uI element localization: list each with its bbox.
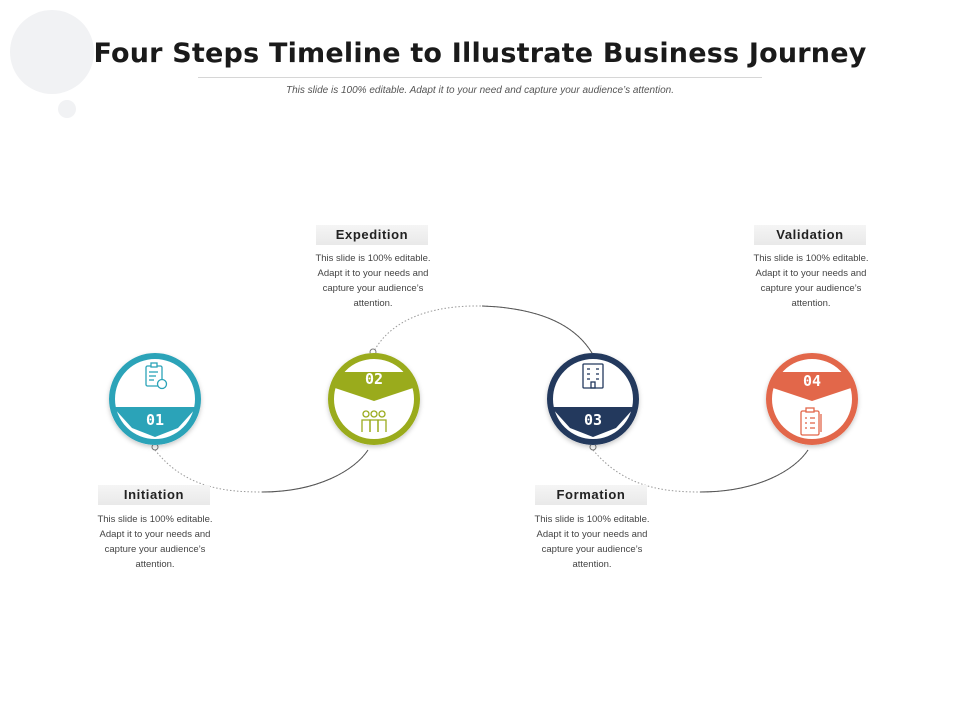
- step-1-label: Initiation: [98, 485, 210, 505]
- decorative-circle-small: [58, 100, 76, 118]
- page-subtitle: This slide is 100% editable. Adapt it to…: [285, 85, 675, 96]
- team-icon: [361, 410, 387, 432]
- step-3-description: This slide is 100% editable. Adapt it to…: [534, 514, 650, 570]
- certificate-clipboard-icon: [145, 362, 168, 390]
- step-2-label: Expedition: [316, 225, 428, 245]
- step-3-number: 03: [584, 411, 602, 429]
- checklist-icon: [800, 407, 822, 436]
- timeline-connector: [151, 305, 809, 493]
- step-2-description: This slide is 100% editable. Adapt it to…: [315, 253, 431, 309]
- step-4-number: 04: [803, 372, 821, 390]
- step-1-number: 01: [146, 411, 164, 429]
- decorative-circle-large: [10, 10, 94, 94]
- building-icon: [582, 363, 604, 389]
- step-1-node: 01: [109, 353, 201, 445]
- step-3-node: 03: [547, 353, 639, 445]
- step-2-node: 02: [328, 353, 420, 445]
- title-divider: [198, 77, 762, 78]
- step-3-label: Formation: [535, 485, 647, 505]
- step-4-label: Validation: [754, 225, 866, 245]
- step-4-node: 04: [766, 353, 858, 445]
- step-4-description: This slide is 100% editable. Adapt it to…: [753, 253, 869, 309]
- step-2-number: 02: [365, 370, 383, 388]
- step-1-description: This slide is 100% editable. Adapt it to…: [97, 514, 213, 570]
- page-title: Four Steps Timeline to Illustrate Busine…: [93, 38, 867, 69]
